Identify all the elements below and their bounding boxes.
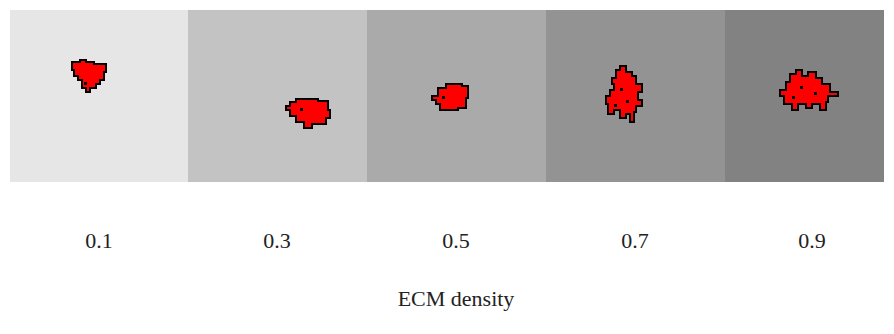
cell-gaps bbox=[84, 82, 817, 111]
axis-tick-label: 0.1 bbox=[85, 228, 113, 254]
tumor-blob bbox=[606, 66, 642, 122]
axis-tick-label: 0.9 bbox=[798, 228, 826, 254]
tumor-blob bbox=[286, 99, 330, 128]
axis-tick-label: 0.5 bbox=[442, 228, 470, 254]
axis-tick-label: 0.7 bbox=[621, 228, 649, 254]
axis-tick-label: 0.3 bbox=[263, 228, 291, 254]
tumor-blob bbox=[72, 60, 106, 92]
panel-ground bbox=[546, 10, 725, 182]
tumor-blob bbox=[432, 84, 468, 110]
tumor-blob bbox=[780, 70, 838, 110]
axis-title: ECM density bbox=[398, 286, 515, 312]
panel-ground bbox=[188, 10, 367, 182]
panel-ground bbox=[725, 10, 884, 182]
panel-ground bbox=[10, 10, 188, 182]
panel-ground bbox=[367, 10, 546, 182]
